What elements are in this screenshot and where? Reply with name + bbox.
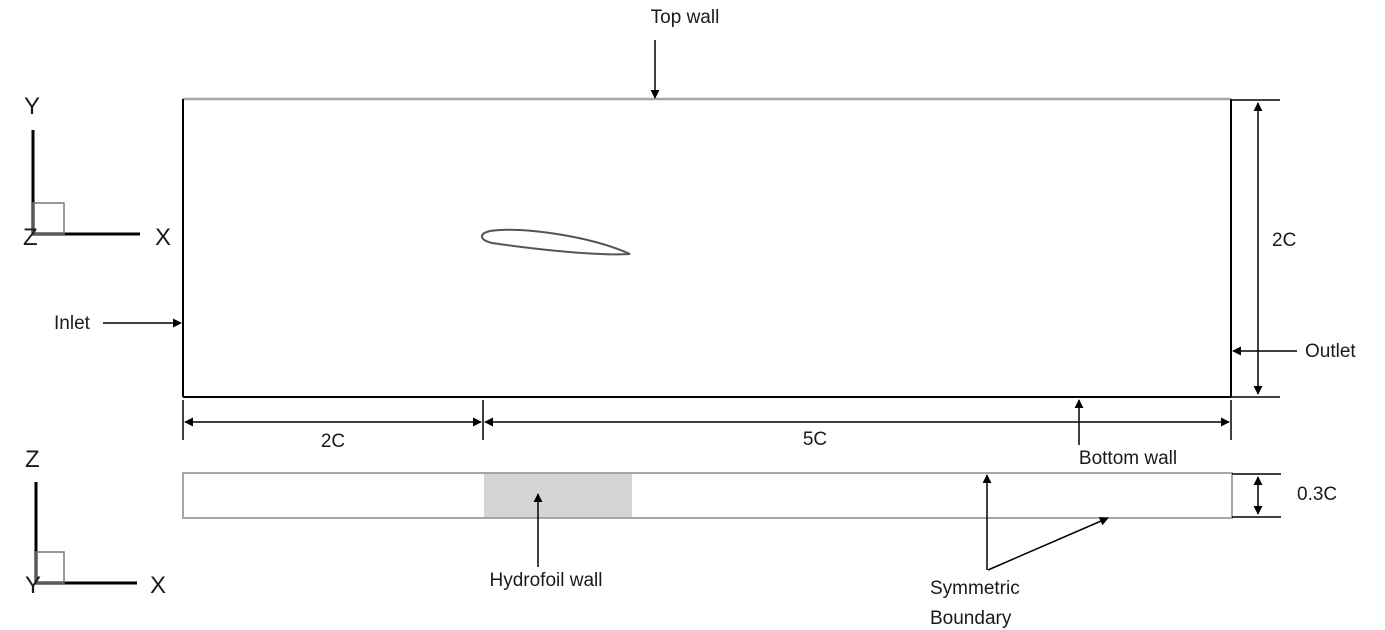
symmetric-label-line2: Boundary bbox=[930, 608, 1012, 629]
upstream-length-label: 2C bbox=[321, 431, 345, 452]
top-axis-z-label: Z bbox=[23, 224, 38, 251]
top-axis-corner bbox=[32, 202, 65, 235]
inlet-label: Inlet bbox=[54, 313, 91, 334]
side-view-domain bbox=[182, 472, 1233, 519]
symmetric-arrow-bottom bbox=[987, 517, 1109, 571]
span-dimension-label: 0.3C bbox=[1297, 484, 1337, 505]
top-axis-x-label: X bbox=[155, 224, 171, 251]
side-view-rect bbox=[182, 472, 1233, 519]
symmetric-label-line1: Symmetric bbox=[930, 578, 1020, 599]
height-dimension-label: 2C bbox=[1272, 230, 1296, 251]
hydrofoil-wall-region bbox=[484, 474, 632, 517]
top-view-domain bbox=[182, 97, 1232, 398]
bottom-axis-x-label: X bbox=[150, 572, 166, 599]
bottom-axis-z-label: Z bbox=[25, 446, 40, 473]
downstream-length-label: 5C bbox=[803, 429, 827, 450]
hydrofoil-wall-label: Hydrofoil wall bbox=[490, 570, 603, 591]
top-axis-y-label: Y bbox=[24, 93, 40, 120]
top-wall-label: Top wall bbox=[651, 7, 720, 28]
top-axes: Y X Z bbox=[23, 93, 171, 251]
bottom-wall-label: Bottom wall bbox=[1079, 448, 1177, 469]
bottom-axis-y-label: Y bbox=[25, 572, 41, 599]
bottom-axes: Z X Y bbox=[25, 446, 166, 599]
bottom-axis-corner bbox=[35, 551, 65, 584]
hydrofoil-profile bbox=[481, 228, 631, 256]
outlet-label: Outlet bbox=[1305, 341, 1356, 362]
